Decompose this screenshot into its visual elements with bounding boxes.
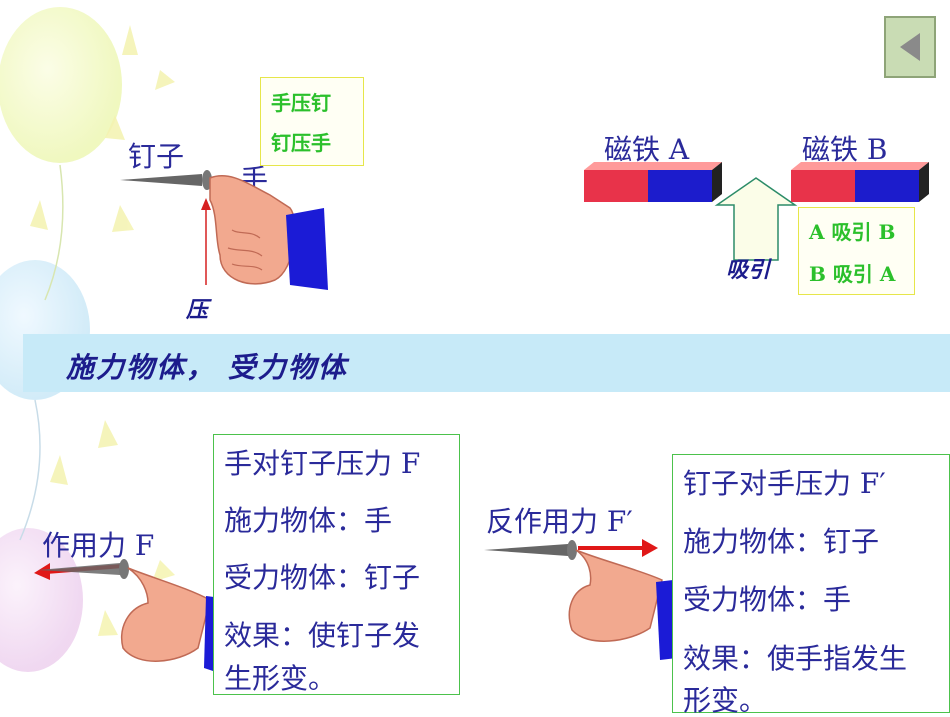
nail-shaft: [484, 544, 568, 556]
option-b-attract-a[interactable]: B 吸引 A: [809, 262, 896, 286]
magnet-b-label: 磁铁 B: [802, 133, 888, 166]
reaction-force-info: 钉子对手压力 F′ 施力物体：钉子 受力物体：手 效果：使手指发生 形变。: [672, 454, 950, 717]
hand-press-nail-illustration: [120, 170, 328, 290]
attract-label: 吸引: [726, 257, 771, 283]
info-line-3: 受力物体：钉子: [224, 561, 421, 594]
nail-head: [567, 540, 577, 560]
nail-label: 钉子: [128, 140, 185, 173]
magnets-illustration: [584, 162, 929, 261]
info-line-2: 施力物体：钉子: [683, 525, 880, 558]
info-line-2: 施力物体：手: [224, 504, 393, 537]
option-nail-press-hand[interactable]: 钉压手: [271, 131, 331, 155]
press-label: 压: [186, 297, 209, 323]
magnet-b: [791, 162, 929, 202]
nail-shaft: [120, 174, 202, 186]
option-a-attract-b[interactable]: A 吸引 B: [809, 220, 896, 244]
reaction-force-label: 反作用力 F′: [486, 505, 633, 538]
magnet-a: [584, 162, 722, 202]
hand: [209, 175, 296, 285]
nail-shaft: [38, 563, 120, 575]
action-force-info: 手对钉子压力 F 施力物体：手 受力物体：钉子 效果：使钉子发 生形变。: [213, 434, 460, 695]
attract-arrow: [714, 177, 798, 261]
info-line-4: 效果：使手指发生: [683, 642, 908, 675]
info-line-3: 受力物体：手: [683, 583, 852, 616]
hand: [568, 549, 663, 642]
scene1-options: 手压钉 钉压手: [260, 77, 364, 166]
info-line-4: 效果：使钉子发: [224, 619, 421, 652]
topic-band: 施力物体， 受力物体: [23, 334, 950, 392]
option-hand-press-nail[interactable]: 手压钉: [271, 91, 331, 115]
info-line-1: 钉子对手压力 F′: [683, 467, 886, 500]
info-line-1: 手对钉子压力 F: [224, 447, 421, 480]
magnet-a-label: 磁铁 A: [604, 133, 690, 166]
hand: [121, 567, 211, 662]
info-line-5: 生形变。: [224, 662, 337, 695]
reaction-force-illustration: [484, 539, 694, 660]
info-line-5: 形变。: [683, 684, 768, 717]
topic-text: 施力物体， 受力物体: [66, 351, 348, 384]
sleeve: [286, 208, 328, 290]
triangle-left-icon: [900, 33, 920, 61]
scene2-options: A 吸引 B B 吸引 A: [798, 207, 915, 295]
nail-head: [119, 559, 129, 579]
action-force-label: 作用力 F: [42, 529, 155, 562]
back-button[interactable]: [884, 16, 936, 78]
